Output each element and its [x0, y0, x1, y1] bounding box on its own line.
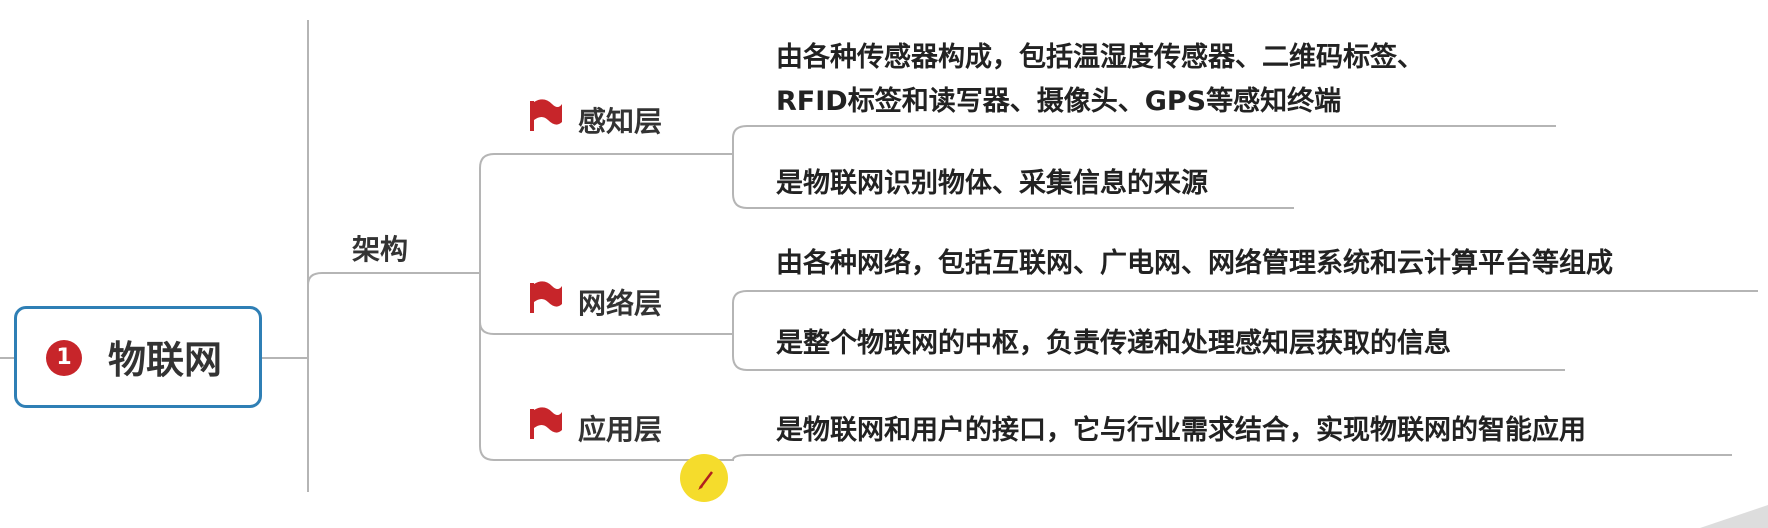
layer-label-application: 应用层 [578, 413, 663, 446]
leaf-text: RFID标签和读写器、摄像头、GPS等感知终端 [776, 86, 1342, 117]
leaf-text: 由各种传感器构成，包括温湿度传感器、二维码标签、 [776, 42, 1424, 73]
number-badge: 1 [46, 340, 82, 376]
branch-label: 架构 [352, 233, 409, 266]
leaf-text: 是整个物联网的中枢，负责传递和处理感知层获取的信息 [776, 328, 1451, 359]
root-label: 物联网 [108, 338, 223, 382]
root-node [14, 306, 262, 408]
leaf-text: 是物联网识别物体、采集信息的来源 [776, 168, 1208, 199]
cursor-highlight [680, 454, 728, 502]
layer-label-network: 网络层 [578, 287, 663, 320]
leaf-text: 由各种网络，包括互联网、广电网、网络管理系统和云计算平台等组成 [776, 248, 1613, 279]
pen-cursor-icon [698, 471, 713, 490]
leaf-text: 是物联网和用户的接口，它与行业需求结合，实现物联网的智能应用 [776, 415, 1586, 446]
flag-icon-2 [530, 281, 562, 313]
layer-label-perception: 感知层 [578, 105, 663, 138]
flag-icon-1 [530, 99, 562, 131]
flag-icon-3 [530, 407, 562, 439]
